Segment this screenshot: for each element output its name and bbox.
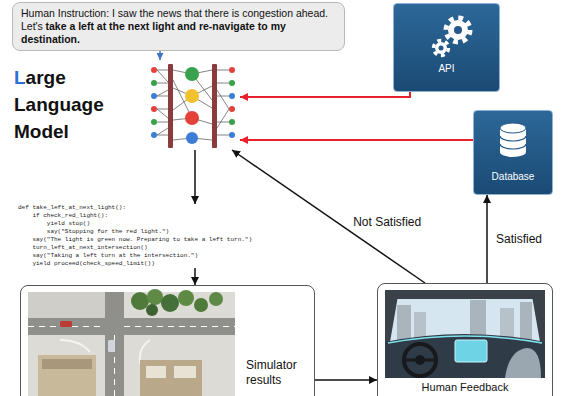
code-block: def take_left_at_next_light(): if check_… <box>18 204 252 268</box>
code-line: if check_red_light(): <box>18 212 252 220</box>
llm-block: Large Language Model <box>14 60 240 150</box>
simulator-image <box>28 289 235 396</box>
instruction-box: Human Instruction: I saw the news that t… <box>12 2 345 51</box>
instruction-text: take a left at the next light and re-nav… <box>21 20 286 45</box>
feedback-box: Human Feedback <box>377 283 553 396</box>
code-line: yield stop() <box>18 220 252 228</box>
database-box: Database <box>473 110 553 195</box>
arrow-connector <box>159 51 161 60</box>
box-label: Database <box>474 171 552 182</box>
model-title: Large Language Model <box>14 64 114 145</box>
arrow-connector <box>315 379 377 381</box>
gears-icon <box>434 18 471 56</box>
car-interior-image <box>385 290 545 378</box>
code-line: def take_left_at_next_light(): <box>18 204 252 212</box>
arrow-connector <box>194 268 196 285</box>
arrow-connector <box>240 92 410 97</box>
box-label: Human Feedback <box>378 381 552 394</box>
code-line: turn_left_at_next_intersection() <box>18 244 252 252</box>
code-line: say("Stopping for the red light.") <box>18 228 252 236</box>
arrow-connector <box>486 195 488 283</box>
arrow-connector <box>240 139 473 141</box>
arrow-connector <box>232 150 425 283</box>
simulator-box: Simulator results <box>20 285 315 396</box>
code-line: say("The light is green now. Preparing t… <box>18 236 252 244</box>
database-icon <box>500 123 526 157</box>
box-label: API <box>394 63 499 74</box>
code-line: yield proceed(check_speed_limit()) <box>18 260 252 268</box>
api-box: API <box>393 3 500 92</box>
neural-network-icon <box>151 64 235 148</box>
code-line: say("Taking a left turn at the intersect… <box>18 252 252 260</box>
edge-label: Not Satisfied <box>352 215 422 229</box>
arrow-connector <box>194 150 196 204</box>
box-label: Simulator results <box>246 358 308 388</box>
edge-label: Satisfied <box>495 232 543 246</box>
